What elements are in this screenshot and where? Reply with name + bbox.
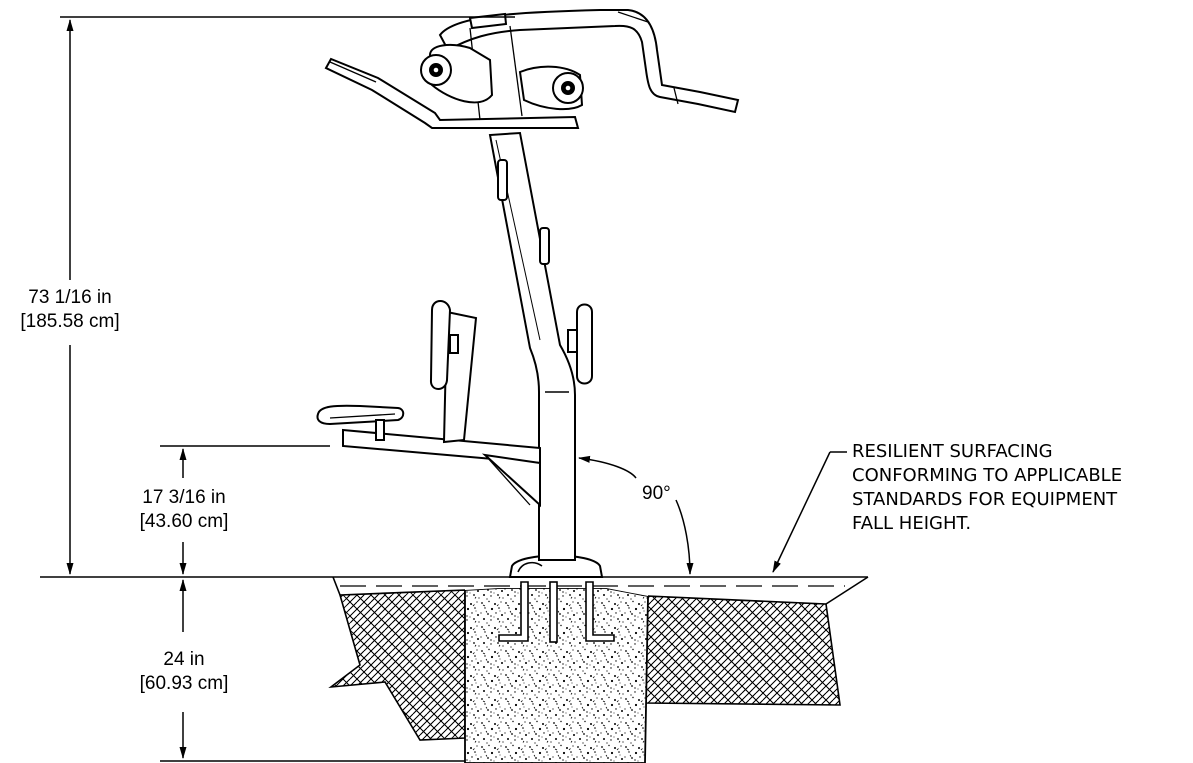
overall-height-imperial: 73 1/16 in [28, 287, 112, 308]
back-pad [430, 300, 478, 444]
note-line-2: CONFORMING TO APPLICABLE [852, 465, 1123, 486]
overall-height-label: 73 1/16 in [185.58 cm] [4, 286, 136, 334]
step-height-imperial: 17 3/16 in [142, 487, 226, 508]
main-post [488, 131, 576, 561]
note-line-3: STANDARDS FOR EQUIPMENT [852, 489, 1118, 510]
step-height-metric: [43.60 cm] [139, 511, 229, 532]
soil-section [328, 577, 868, 741]
angle-label: 90° [642, 483, 671, 504]
note-line-1: RESILIENT SURFACING [852, 441, 1053, 462]
surfacing-note: RESILIENT SURFACING CONFORMING TO APPLIC… [852, 440, 1122, 536]
overall-height-dimension [40, 16, 515, 578]
handlebar-assembly [324, 9, 740, 129]
note-line-4: FALL HEIGHT. [852, 513, 972, 534]
footing-depth-label: 24 in [60.93 cm] [124, 648, 244, 696]
knee-pad [567, 303, 593, 385]
step-arm [342, 428, 541, 508]
angle-indicator [578, 455, 694, 575]
anchor-bolts [498, 581, 615, 643]
step-height-label: 17 3/16 in [43.60 cm] [124, 486, 244, 534]
foot-pedal [316, 404, 405, 441]
resilient-surface-layer [332, 576, 869, 605]
step-height-dimension [160, 445, 330, 575]
note-leader [772, 451, 847, 573]
footing-depth-dimension [160, 579, 465, 762]
overall-height-metric: [185.58 cm] [20, 311, 120, 332]
footing-depth-imperial: 24 in [163, 649, 205, 670]
footing-depth-metric: [60.93 cm] [139, 673, 229, 694]
